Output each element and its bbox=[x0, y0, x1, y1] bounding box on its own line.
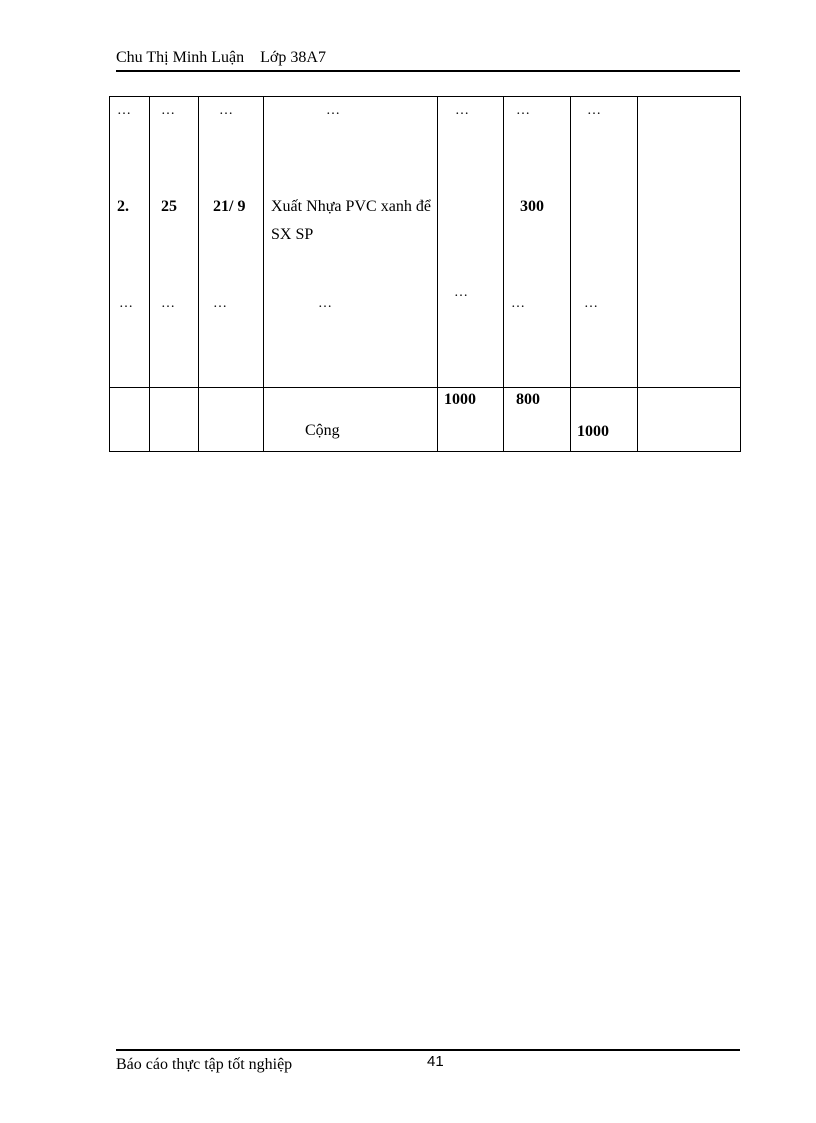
cell-col5: … … bbox=[437, 96, 504, 388]
page-number: 41 bbox=[427, 1053, 444, 1070]
header-rule bbox=[116, 70, 740, 72]
total-cell-col7: 1000 bbox=[570, 387, 638, 452]
footer-rule bbox=[116, 1049, 740, 1051]
page-header: Chu Thị Minh Luận Lớp 38A7 bbox=[116, 49, 326, 67]
total-cell-col1 bbox=[109, 387, 150, 452]
description-text: Xuất Nhựa PVC xanh để SX SP bbox=[271, 198, 431, 243]
header-author: Chu Thị Minh Luận bbox=[116, 49, 245, 66]
total-label-cell: Cộng bbox=[263, 387, 438, 452]
cell-col1: … 2. … bbox=[109, 96, 150, 388]
total-cell-col5: 1000 bbox=[437, 387, 504, 452]
table-body-row: … 2. … … 25 … … 21/ 9 … … Xuất Nhựa PVC … bbox=[109, 96, 741, 388]
total-label: Cộng bbox=[305, 422, 340, 439]
total-cell-col2 bbox=[149, 387, 199, 452]
footer-text: Báo cáo thực tập tốt nghiệp bbox=[116, 1056, 293, 1073]
total-cell-col6: 800 bbox=[503, 387, 571, 452]
total-row: Cộng 1000 800 1000 bbox=[109, 387, 741, 452]
cell-col7: … … bbox=[570, 96, 638, 388]
cell-col3: … 21/ 9 … bbox=[198, 96, 264, 388]
total-cell-col3 bbox=[198, 387, 264, 452]
cell-col2: … 25 … bbox=[149, 96, 199, 388]
ledger-table: … 2. … … 25 … … 21/ 9 … … Xuất Nhựa PVC … bbox=[109, 96, 741, 452]
total-cell-col8 bbox=[637, 387, 741, 452]
cell-col8 bbox=[637, 96, 741, 388]
cell-col6: … 300 … bbox=[503, 96, 571, 388]
header-class: Lớp 38A7 bbox=[260, 49, 326, 66]
cell-description: … Xuất Nhựa PVC xanh để SX SP … bbox=[263, 96, 438, 388]
